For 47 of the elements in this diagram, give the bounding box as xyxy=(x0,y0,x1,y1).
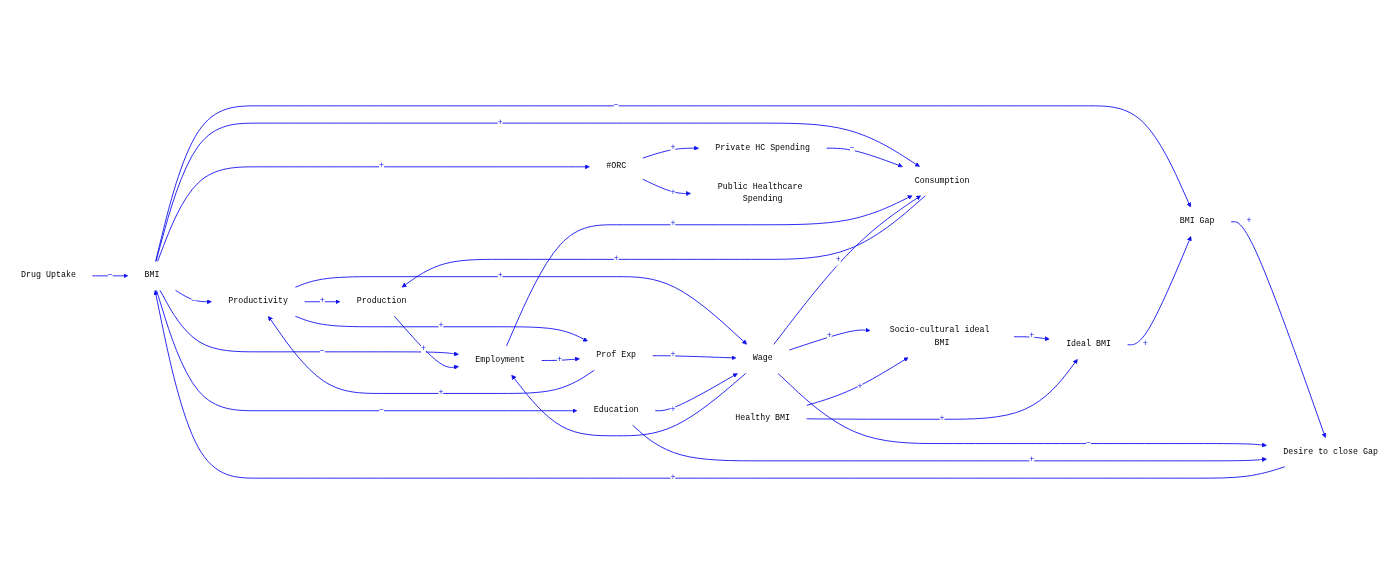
edge-label: + xyxy=(438,321,444,332)
node-text: Education xyxy=(593,405,639,416)
node-text: Desire to close Gap xyxy=(1283,447,1378,457)
edge-label: + xyxy=(1029,331,1035,342)
edge-label: + xyxy=(421,344,427,354)
node-text: Productivity xyxy=(228,296,289,307)
edge-label: + xyxy=(857,382,863,392)
edge-label: + xyxy=(1029,455,1035,466)
edge-label: + xyxy=(613,254,619,264)
edge-label: + xyxy=(379,161,385,172)
node-text: Employment xyxy=(475,355,526,365)
edge-label: + xyxy=(835,255,841,265)
node-text: Drug Uptake xyxy=(21,270,76,281)
node-text: Private HC Spending xyxy=(715,143,811,153)
node-text: Wage xyxy=(752,353,773,364)
edge-label: + xyxy=(670,143,676,153)
node-text: Prof Exp xyxy=(596,350,637,361)
edge-label: + xyxy=(1246,216,1252,227)
edge-label: + xyxy=(670,350,676,361)
node-text: Socio-cultural ideal BMI xyxy=(889,325,990,348)
node-text: #ORC xyxy=(606,161,627,172)
edge-label: + xyxy=(319,296,325,307)
edge-label: + xyxy=(670,473,676,483)
node-text: BMI Gap xyxy=(1179,216,1215,227)
edge-label: − xyxy=(379,405,385,416)
edge-label: − xyxy=(107,270,113,281)
edge-label: − xyxy=(849,143,855,153)
edge-label: + xyxy=(497,118,503,128)
node-text: Consumption xyxy=(914,176,970,186)
edge-label: + xyxy=(670,188,676,198)
edge-label: − xyxy=(319,346,325,357)
edge-label: − xyxy=(613,100,619,111)
edge-label: + xyxy=(438,388,444,398)
edge-label: + xyxy=(670,219,676,230)
node-text: Public Healthcare Spending xyxy=(717,182,803,204)
edge-label: + xyxy=(826,331,832,342)
node-text: BMI xyxy=(144,270,160,281)
edge-label: + xyxy=(670,405,676,416)
edge-label: + xyxy=(556,355,562,365)
node-text: Healthy BMI xyxy=(735,413,791,423)
edge-label: − xyxy=(191,296,197,307)
edge-label: + xyxy=(1142,339,1148,350)
node-text: Ideal BMI xyxy=(1066,339,1111,350)
edge-label: + xyxy=(497,271,503,281)
node-text: Production xyxy=(356,296,407,307)
edge-label: + xyxy=(939,414,945,424)
edge-label: − xyxy=(1086,438,1092,448)
